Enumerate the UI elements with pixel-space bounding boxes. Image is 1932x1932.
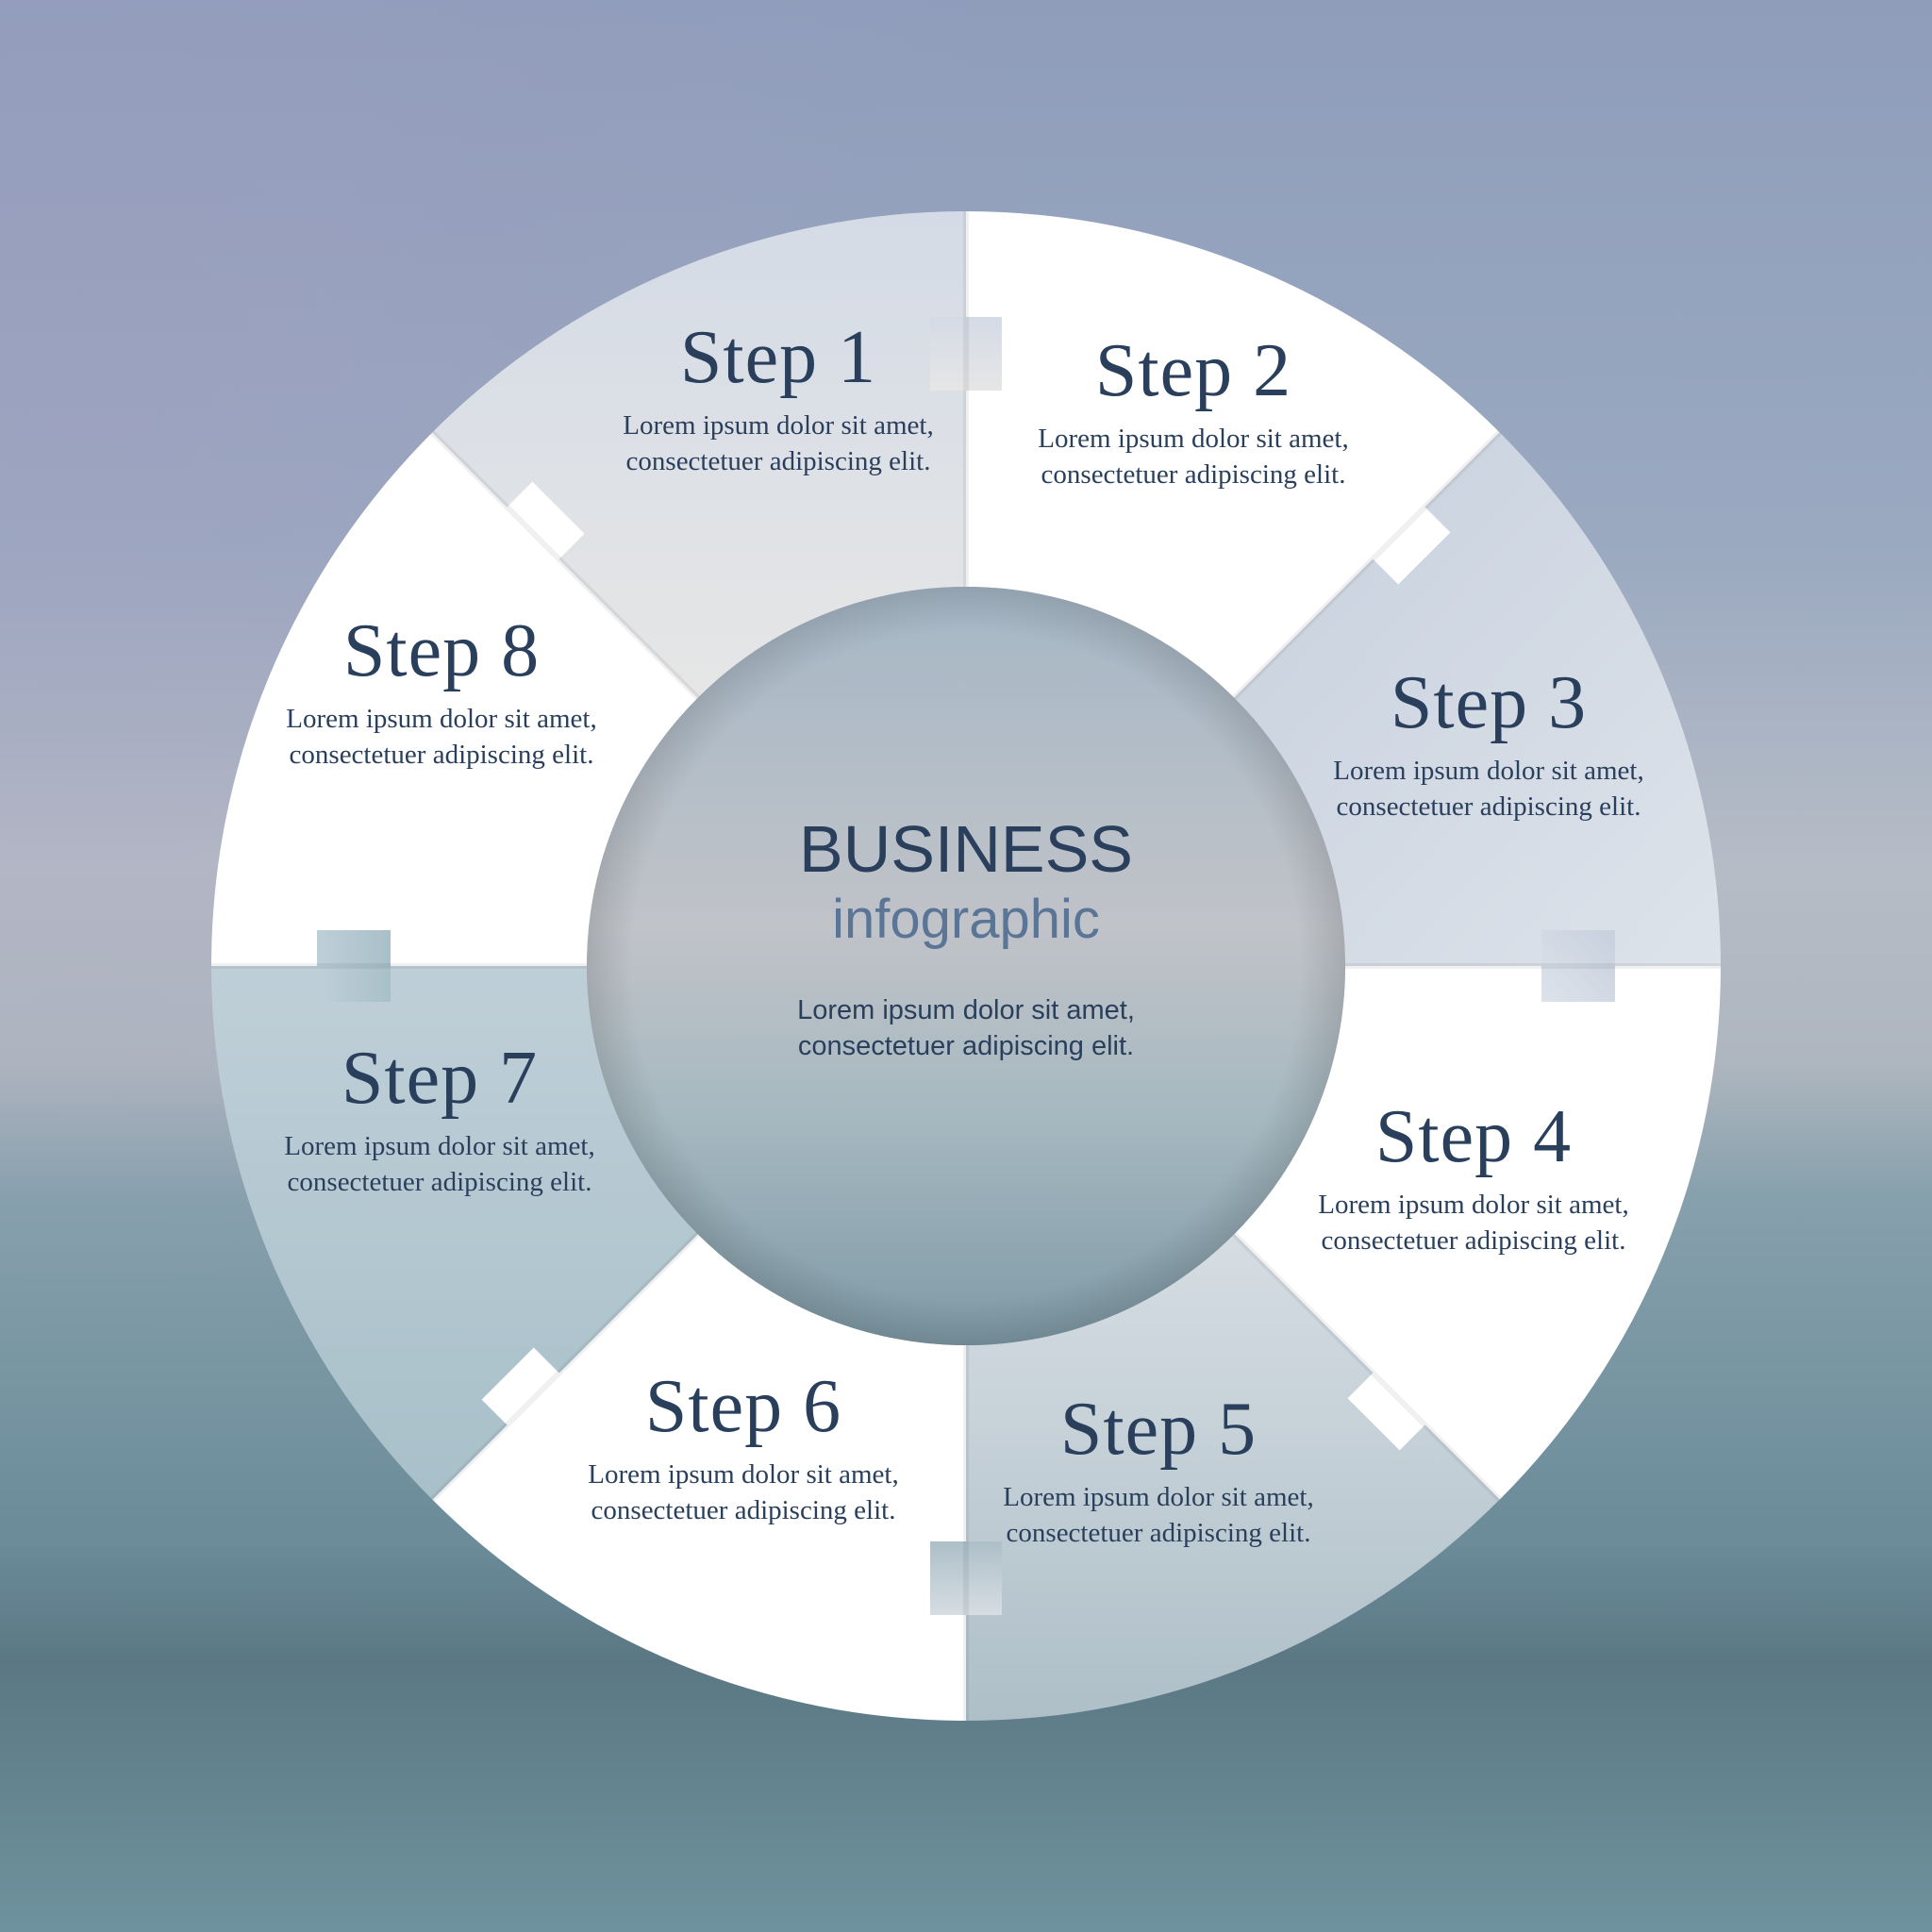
puzzle-tab-3 (1347, 1347, 1451, 1451)
step-2-title: Step 2 (1094, 329, 1292, 412)
step-3-title: Step 3 (1390, 661, 1588, 744)
ring-segment-1 (966, 211, 1500, 698)
step-5-description: Lorem ipsum dolor sit amet, consectetuer… (1003, 1482, 1314, 1548)
ring-segment-5 (432, 1234, 966, 1721)
ring-segment-4 (966, 1234, 1500, 1721)
step-1: Step 1 Lorem ipsum dolor sit amet, conse… (623, 315, 934, 479)
puzzle-tab-8 (930, 317, 1002, 391)
ring-segment-2 (1234, 432, 1721, 966)
ring-segment-6 (210, 966, 698, 1500)
step-7-description: Lorem ipsum dolor sit amet, consectetuer… (284, 1131, 595, 1197)
step-4: Step 4 Lorem ipsum dolor sit amet, conse… (1318, 1094, 1629, 1258)
step-3-description: Lorem ipsum dolor sit amet, consectetuer… (1333, 756, 1644, 822)
fold-line-6 (430, 1232, 700, 1502)
ring-segment-3 (1234, 966, 1721, 1500)
center-description: Lorem ipsum dolor sit amet, consectetuer… (797, 995, 1135, 1061)
step-1-title: Step 1 (679, 316, 877, 399)
step-8-description: Lorem ipsum dolor sit amet, consectetuer… (286, 704, 597, 770)
center-subtitle: infographic (832, 889, 1100, 950)
step-6: Step 6 Lorem ipsum dolor sit amet, conse… (588, 1364, 899, 1528)
center-label: BUSINESS infographic Lorem ipsum dolor s… (721, 811, 1211, 1064)
center-title: BUSINESS (799, 812, 1133, 886)
puzzle-tab-7 (481, 481, 585, 585)
fold-line-8 (430, 430, 700, 700)
puzzle-tab-5 (481, 1347, 585, 1451)
puzzle-tab-2 (1541, 930, 1615, 1002)
step-4-title: Step 4 (1374, 1095, 1573, 1178)
ring-segment-7 (211, 432, 698, 966)
fold-line-4 (1232, 1232, 1502, 1502)
step-7: Step 7 Lorem ipsum dolor sit amet, conse… (284, 1036, 595, 1200)
puzzle-tab-1 (1347, 481, 1451, 585)
step-2: Step 2 Lorem ipsum dolor sit amet, conse… (1038, 328, 1349, 492)
step-5-title: Step 5 (1059, 1388, 1257, 1471)
step-6-description: Lorem ipsum dolor sit amet, consectetuer… (588, 1459, 899, 1525)
step-1-description: Lorem ipsum dolor sit amet, consectetuer… (623, 410, 934, 476)
fold-line-2 (1232, 430, 1502, 700)
step-8-title: Step 8 (342, 609, 541, 692)
step-7-title: Step 7 (341, 1037, 539, 1120)
puzzle-tab-6 (317, 930, 391, 1002)
step-8: Step 8 Lorem ipsum dolor sit amet, conse… (286, 608, 597, 773)
step-4-description: Lorem ipsum dolor sit amet, consectetuer… (1318, 1190, 1629, 1256)
puzzle-tab-4 (930, 1541, 1002, 1615)
step-5: Step 5 Lorem ipsum dolor sit amet, conse… (1003, 1387, 1314, 1551)
step-6-title: Step 6 (644, 1365, 842, 1448)
ring-segment-8 (432, 210, 966, 698)
step-2-description: Lorem ipsum dolor sit amet, consectetuer… (1038, 424, 1349, 490)
step-3: Step 3 Lorem ipsum dolor sit amet, conse… (1333, 660, 1644, 824)
